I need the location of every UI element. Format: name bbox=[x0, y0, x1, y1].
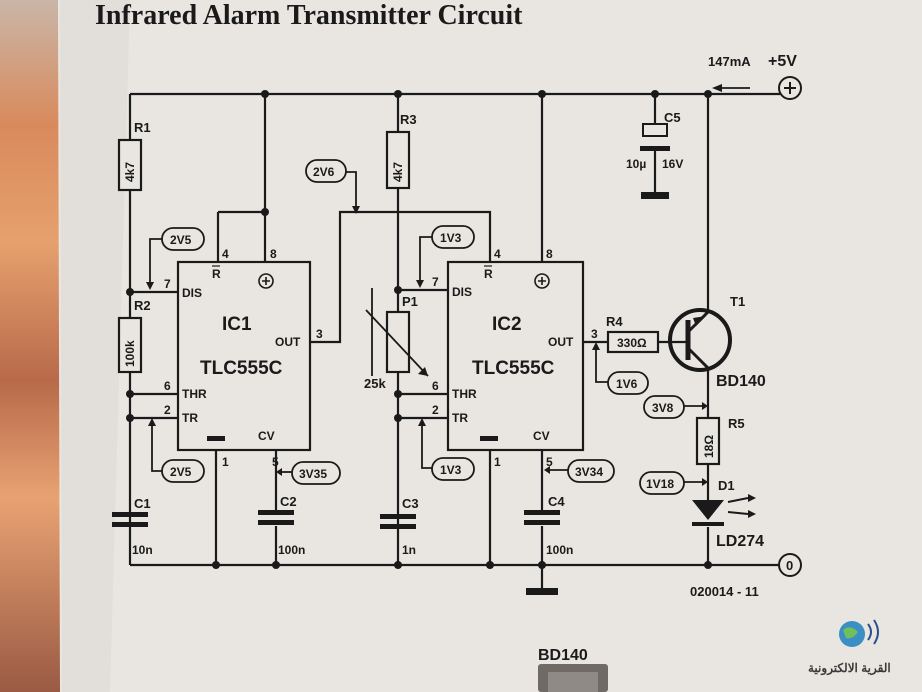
ic2-pin6-number: 6 bbox=[432, 379, 439, 393]
ic1-pin-thr-label: THR bbox=[182, 387, 207, 401]
c1-value: 10n bbox=[132, 543, 153, 557]
c3-capacitor bbox=[380, 514, 416, 529]
r1-ref: R1 bbox=[134, 120, 151, 135]
c3-ref: C3 bbox=[402, 496, 419, 511]
c2-ref: C2 bbox=[280, 494, 297, 509]
ic2-pin5-number: 5 bbox=[546, 455, 553, 469]
ic2-pin4-number: 4 bbox=[494, 247, 501, 261]
r5-ref: R5 bbox=[728, 416, 745, 431]
ic2-pin-r-label: R bbox=[484, 267, 493, 281]
r1-value: 4k7 bbox=[123, 162, 137, 182]
ic2-pin7-number: 7 bbox=[432, 275, 439, 289]
ic2-part: TLC555C bbox=[472, 358, 555, 379]
c4-value: 100n bbox=[546, 543, 573, 557]
supply-terminal bbox=[712, 76, 802, 100]
watermark-text: القرية الالكترونية bbox=[808, 661, 891, 676]
ground-terminal bbox=[778, 553, 802, 577]
voltage-1v6: 1V6 bbox=[616, 377, 638, 391]
ic1-pin8-number: 8 bbox=[270, 247, 277, 261]
r2-value: 100k bbox=[123, 340, 137, 367]
t1-transistor bbox=[668, 308, 732, 372]
ic1-pin2-number: 2 bbox=[164, 403, 171, 417]
r5-value: 18Ω bbox=[702, 435, 716, 458]
ic1-name: IC1 bbox=[222, 314, 252, 335]
schematic-title: Infrared Alarm Transmitter Circuit bbox=[95, 0, 523, 31]
supply-voltage: +5V bbox=[768, 53, 797, 70]
r3-value: 4k7 bbox=[391, 162, 405, 182]
ic1-pin6-number: 6 bbox=[164, 379, 171, 393]
drawing-code: 020014 - 11 bbox=[690, 584, 759, 599]
voltage-3v35: 3V35 bbox=[299, 467, 327, 481]
ground-terminal-label: 0 bbox=[786, 558, 793, 573]
p1-value: 25k bbox=[364, 376, 386, 391]
ic1-pin7-number: 7 bbox=[164, 277, 171, 291]
t1-part: BD140 bbox=[716, 373, 766, 390]
ic2-pin-tr-label: TR bbox=[452, 411, 468, 425]
voltage-3v34: 3V34 bbox=[575, 465, 603, 479]
voltage-2v5-top: 2V5 bbox=[170, 233, 192, 247]
ic2-pin3-number: 3 bbox=[591, 327, 598, 341]
voltage-1v3-top: 1V3 bbox=[440, 231, 462, 245]
c1-capacitor bbox=[112, 512, 148, 527]
ic2-name: IC2 bbox=[492, 314, 522, 335]
voltage-1v18: 1V18 bbox=[646, 477, 674, 491]
watermark-logo bbox=[839, 619, 879, 647]
voltage-2v6: 2V6 bbox=[313, 165, 335, 179]
c5-capacitor bbox=[640, 123, 670, 199]
bottom-part-image bbox=[538, 664, 608, 692]
d1-led bbox=[692, 494, 756, 526]
supply-current: 147mA bbox=[708, 54, 751, 69]
c4-ref: C4 bbox=[548, 494, 565, 509]
ic1-pin-dis-label: DIS bbox=[182, 286, 202, 300]
ic1-pin5-number: 5 bbox=[272, 455, 279, 469]
ic1-pin4-number: 4 bbox=[222, 247, 229, 261]
c5-ref: C5 bbox=[664, 110, 681, 125]
ic1-pin-tr-label: TR bbox=[182, 411, 198, 425]
ic2-pin-cv-label: CV bbox=[533, 429, 550, 443]
r3-body bbox=[385, 130, 411, 190]
c4-capacitor bbox=[524, 510, 560, 525]
c3-value: 1n bbox=[402, 543, 416, 557]
p1-ref: P1 bbox=[402, 294, 418, 309]
c2-value: 100n bbox=[278, 543, 305, 557]
r4-ref: R4 bbox=[606, 314, 623, 329]
p1-potentiometer bbox=[365, 288, 429, 377]
voltage-3v8: 3V8 bbox=[652, 401, 674, 415]
t1-ref: T1 bbox=[730, 294, 745, 309]
ic1-part: TLC555C bbox=[200, 358, 283, 379]
ic2-pin-out-label: OUT bbox=[548, 335, 574, 349]
ic1-pin3-number: 3 bbox=[316, 327, 323, 341]
ic1-pin-r-label: R bbox=[212, 267, 221, 281]
ic2-pin-dis-label: DIS bbox=[452, 285, 472, 299]
ic2-pin1-number: 1 bbox=[494, 455, 501, 469]
r3-ref: R3 bbox=[400, 112, 417, 127]
d1-part: LD274 bbox=[716, 533, 764, 550]
r1-body bbox=[117, 138, 143, 192]
bottom-part-label: BD140 bbox=[538, 647, 588, 664]
d1-ref: D1 bbox=[718, 478, 735, 493]
ic2-pin8-number: 8 bbox=[546, 247, 553, 261]
voltage-1v3-bottom: 1V3 bbox=[440, 463, 462, 477]
r5-body bbox=[695, 416, 721, 466]
r4-body bbox=[606, 330, 660, 354]
ic2-chip bbox=[446, 260, 585, 452]
r4-value: 330Ω bbox=[617, 336, 647, 350]
ic1-pin-cv-label: CV bbox=[258, 429, 275, 443]
voltage-2v5-bottom: 2V5 bbox=[170, 465, 192, 479]
ic1-pin1-number: 1 bbox=[222, 455, 229, 469]
r2-body bbox=[117, 316, 143, 374]
ic2-pin2-number: 2 bbox=[432, 403, 439, 417]
c5-value: 10µ bbox=[626, 157, 646, 171]
c1-ref: C1 bbox=[134, 496, 151, 511]
c5-voltage: 16V bbox=[662, 157, 683, 171]
ic2-pin-thr-label: THR bbox=[452, 387, 477, 401]
ic1-chip bbox=[176, 260, 312, 452]
r2-ref: R2 bbox=[134, 298, 151, 313]
ic1-pin-out-label: OUT bbox=[275, 335, 301, 349]
ground-symbol bbox=[526, 588, 558, 595]
c2-capacitor bbox=[258, 510, 294, 525]
